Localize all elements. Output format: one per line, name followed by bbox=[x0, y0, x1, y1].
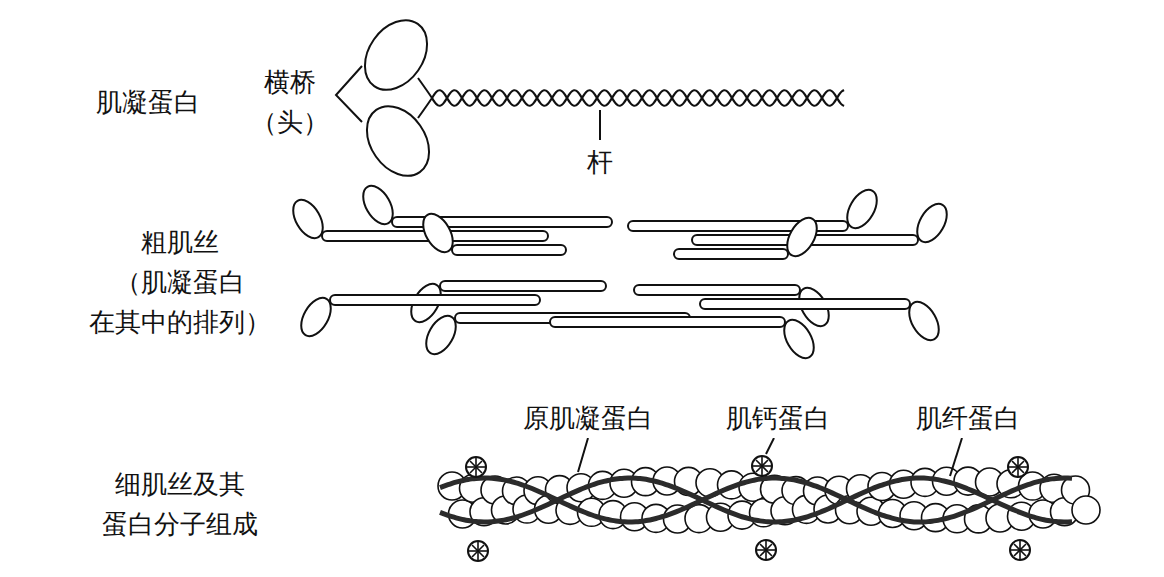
troponin-symbol bbox=[466, 457, 486, 477]
leader-line bbox=[578, 438, 588, 472]
leader-line bbox=[599, 110, 601, 140]
myosin-rod bbox=[432, 90, 844, 106]
part-label: 肌凝蛋白 bbox=[94, 82, 202, 122]
part-label: 杆 bbox=[585, 142, 615, 182]
tropomyosin-strands bbox=[440, 478, 1072, 522]
myosin-in-filament bbox=[674, 213, 823, 261]
tropomyosin-strand bbox=[440, 478, 1072, 522]
bracket bbox=[336, 66, 362, 122]
tropomyosin-strand bbox=[440, 478, 1072, 522]
myosin-molecule bbox=[336, 8, 844, 187]
helix-strand bbox=[432, 90, 844, 106]
part-label: 细肌丝及其 蛋白分子组成 bbox=[100, 464, 260, 544]
helix-strand bbox=[432, 90, 844, 106]
myosin-in-filament bbox=[550, 315, 820, 363]
actin-beads bbox=[438, 467, 1100, 533]
myosin-neck bbox=[418, 78, 432, 118]
thick-filament bbox=[287, 181, 953, 363]
leader-line bbox=[766, 438, 774, 454]
thin-filament bbox=[438, 438, 1100, 561]
troponin-symbol bbox=[756, 540, 776, 560]
part-label: 肌纤蛋白 bbox=[914, 398, 1022, 438]
myosin-in-filament bbox=[628, 185, 883, 233]
troponin-symbol bbox=[752, 456, 772, 476]
leader-line bbox=[950, 438, 962, 476]
troponin-symbol bbox=[1010, 540, 1030, 560]
myosin-head bbox=[354, 94, 442, 187]
part-label: 横桥 （头） bbox=[249, 62, 331, 142]
part-label: 肌钙蛋白 bbox=[724, 398, 832, 438]
troponin-symbol bbox=[468, 541, 488, 561]
troponin-complexes bbox=[466, 456, 1030, 561]
myosin-head bbox=[352, 8, 440, 101]
part-label: 原肌凝蛋白 bbox=[521, 398, 655, 438]
myosin-in-filament bbox=[417, 209, 566, 257]
actin-monomer bbox=[1072, 496, 1100, 524]
troponin-symbol bbox=[1008, 457, 1028, 477]
part-label: 粗肌丝 （肌凝蛋白 在其中的排列） bbox=[87, 222, 273, 342]
myosin-in-filament bbox=[357, 181, 612, 229]
